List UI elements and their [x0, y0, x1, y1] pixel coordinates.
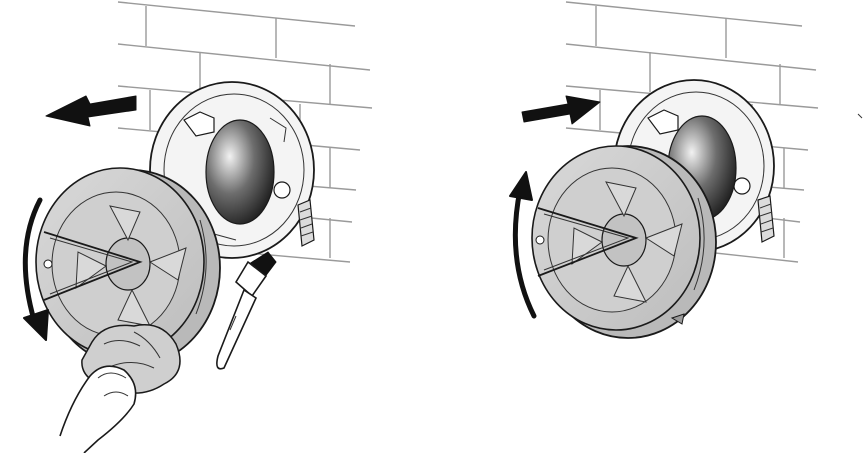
panel-remove-and-clean — [22, 1, 373, 453]
cloth-in-hand-icon — [59, 324, 181, 453]
fan-cover-removed — [35, 167, 221, 367]
rotate-counterclockwise-icon — [22, 197, 49, 341]
rotate-clockwise-icon — [509, 171, 537, 319]
arrow-right-icon — [521, 95, 601, 125]
brush-icon — [216, 251, 277, 370]
edge-mark — [857, 113, 863, 119]
arrow-left-icon — [45, 95, 137, 127]
panel-refit — [509, 1, 863, 339]
fan-cover-refitted — [531, 145, 717, 339]
duct-opening — [205, 119, 275, 225]
